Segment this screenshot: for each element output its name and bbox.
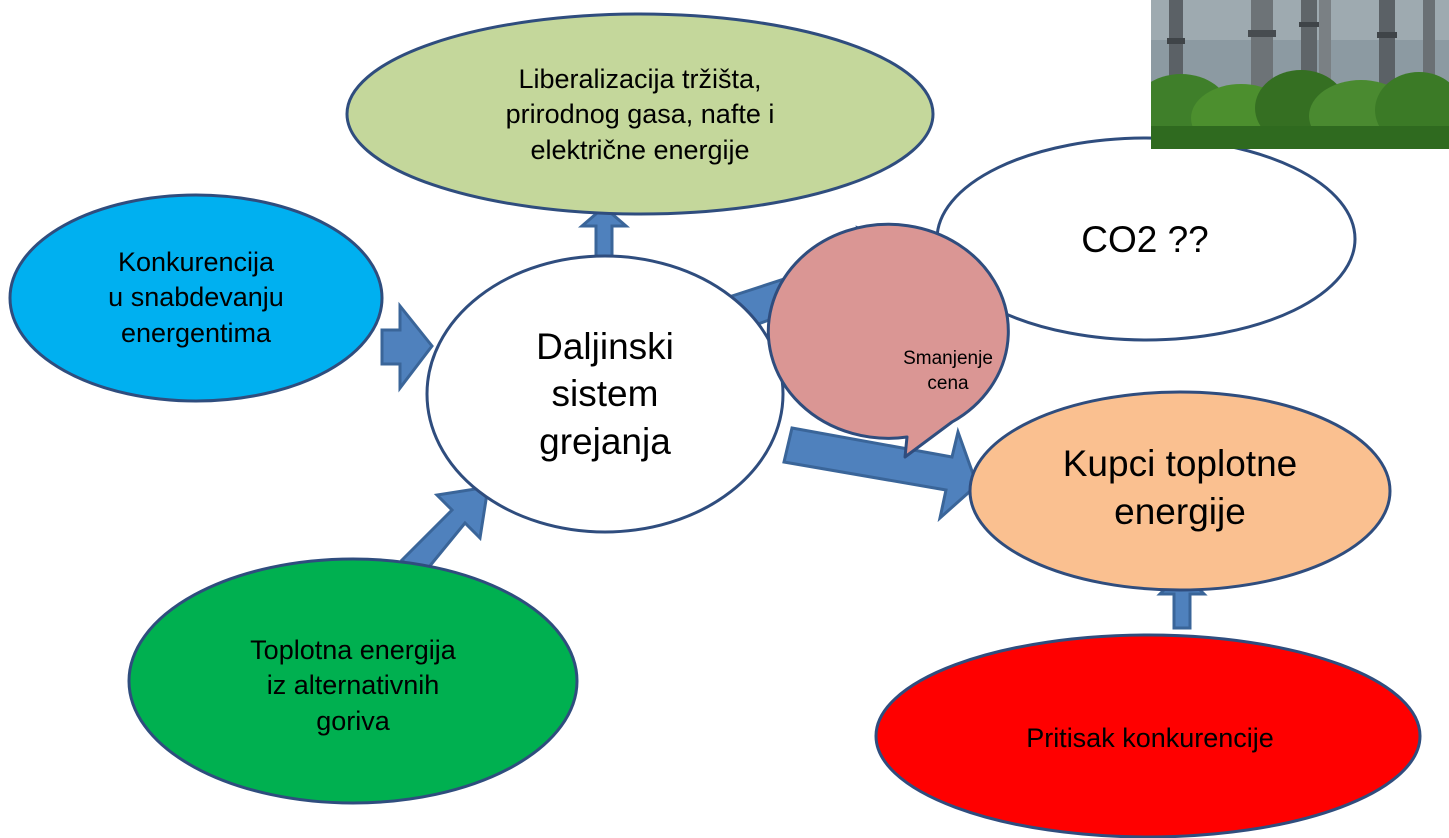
arrow-competition-to-center xyxy=(380,301,434,393)
competition-supply-label: Konkurencija u snabdevanju energentima xyxy=(108,247,284,348)
price-reduction-callout xyxy=(766,222,1010,459)
liberalization-label: Liberalizacija tržišta, prirodnog gasa, … xyxy=(505,64,775,165)
liberalization-ellipse xyxy=(345,12,935,216)
co2-label: CO2 ?? xyxy=(1081,218,1209,260)
competition-pressure-ellipse xyxy=(874,633,1422,838)
arrow-center-to-liberalization xyxy=(577,205,631,260)
chimneys-photo xyxy=(1151,0,1449,149)
heat-buyers-label: Kupci toplotne energije xyxy=(1062,442,1298,532)
alternative-fuels-ellipse xyxy=(127,557,579,805)
chimneys-image xyxy=(1151,0,1449,149)
district-heating-ellipse xyxy=(425,254,785,534)
competition-pressure-label: Pritisak konkurencije xyxy=(1026,723,1274,754)
alternative-fuels-label: Toplotna energija iz alternativnih goriv… xyxy=(250,635,456,736)
district-heating-label: Daljinski sistem grejanja xyxy=(536,325,674,462)
heat-buyers-ellipse xyxy=(968,390,1392,592)
arrow-center-to-buyers xyxy=(782,426,979,523)
competition-supply-ellipse xyxy=(8,193,384,403)
price-reduction-label: Smanjenje cena xyxy=(903,348,993,394)
